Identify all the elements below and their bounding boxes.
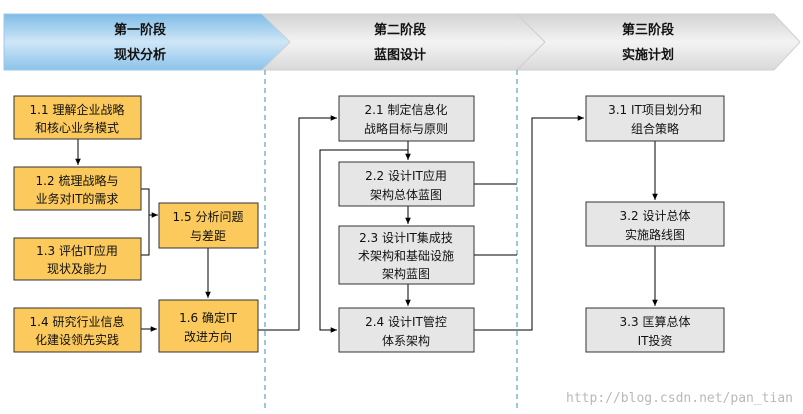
arrow-2-1-to-2-4 <box>319 149 408 333</box>
svg-text:实施路线图: 实施路线图 <box>625 227 685 242</box>
svg-text:组合策略: 组合策略 <box>631 121 679 136</box>
box-2-2: 2.2 设计IT应用 架构总体蓝图 <box>338 161 475 207</box>
phase-2-number: 第二阶段 <box>374 22 426 38</box>
box-3-1: 3.1 IT项目划分和 组合策略 <box>585 95 725 142</box>
svg-text:现状及能力: 现状及能力 <box>47 262 107 276</box>
box-1-3: 1.3 评估IT应用 现状及能力 <box>13 237 142 281</box>
svg-text:业务对IT的需求: 业务对IT的需求 <box>36 191 119 206</box>
svg-text:架构总体蓝图: 架构总体蓝图 <box>370 187 442 202</box>
svg-text:2.2 设计IT应用: 2.2 设计IT应用 <box>365 168 447 183</box>
phase-header-2: 第二阶段 蓝图设计 <box>260 13 546 71</box>
box-2-1: 2.1 制定信息化 战略目标与原则 <box>338 95 475 142</box>
phase-header-1: 第一阶段 现状分析 <box>3 13 293 71</box>
svg-text:2.3 设计IT集成技: 2.3 设计IT集成技 <box>359 230 453 245</box>
phase-2-title: 蓝图设计 <box>374 47 426 63</box>
svg-text:1.2 梳理战略与: 1.2 梳理战略与 <box>36 173 119 188</box>
svg-text:1.5 分析问题: 1.5 分析问题 <box>173 210 244 224</box>
box-3-2: 3.2 设计总体 实施路线图 <box>585 201 725 247</box>
svg-text:1.4 研究行业信息: 1.4 研究行业信息 <box>30 314 125 329</box>
box-1-1: 1.1 理解企业战略 和核心业务模式 <box>13 95 142 140</box>
svg-text:3.2 设计总体: 3.2 设计总体 <box>620 209 691 223</box>
box-2-4: 2.4 设计IT管控 体系架构 <box>338 307 475 353</box>
phase-3-number: 第三阶段 <box>622 22 674 38</box>
phase-1-title: 现状分析 <box>114 47 166 63</box>
bracket-1-2-1-3 <box>141 188 150 256</box>
svg-text:1.3 评估IT应用: 1.3 评估IT应用 <box>36 243 118 258</box>
phase-3-title: 实施计划 <box>622 47 674 63</box>
arrow-1-6-to-2-1 <box>258 115 337 331</box>
svg-text:和核心业务模式: 和核心业务模式 <box>35 120 119 135</box>
svg-text:术架构和基础设施: 术架构和基础设施 <box>358 248 454 263</box>
box-3-3: 3.3 匡算总体 IT投资 <box>585 307 725 353</box>
box-1-4: 1.4 研究行业信息 化建设领先实践 <box>13 307 142 353</box>
arrow-to-3-1 <box>474 115 584 331</box>
svg-text:与差距: 与差距 <box>190 229 226 243</box>
phase-header-3: 第三阶段 实施计划 <box>515 13 801 71</box>
svg-text:3.3 匡算总体: 3.3 匡算总体 <box>620 314 691 329</box>
svg-text:2.4 设计IT管控: 2.4 设计IT管控 <box>365 314 447 329</box>
svg-text:架构蓝图: 架构蓝图 <box>382 266 430 281</box>
svg-text:1.1 理解企业战略: 1.1 理解企业战略 <box>30 102 125 117</box>
svg-text:化建设领先实践: 化建设领先实践 <box>35 332 119 347</box>
svg-text:IT投资: IT投资 <box>638 333 673 348</box>
svg-text:2.1 制定信息化: 2.1 制定信息化 <box>365 102 448 117</box>
box-1-2: 1.2 梳理战略与 业务对IT的需求 <box>13 166 142 211</box>
svg-text:1.6 确定IT: 1.6 确定IT <box>179 310 237 325</box>
svg-text:体系架构: 体系架构 <box>382 333 430 348</box>
watermark-url: http://blog.csdn.net/pan_tian <box>566 391 793 406</box>
box-1-5: 1.5 分析问题 与差距 <box>158 202 259 249</box>
box-2-3: 2.3 设计IT集成技 术架构和基础设施 架构蓝图 <box>338 225 475 285</box>
svg-text:3.1 IT项目划分和: 3.1 IT项目划分和 <box>608 103 702 117</box>
box-1-6: 1.6 确定IT 改进方向 <box>158 299 259 353</box>
svg-text:战略目标与原则: 战略目标与原则 <box>364 121 448 136</box>
phase-1-number: 第一阶段 <box>114 22 166 38</box>
svg-text:改进方向: 改进方向 <box>184 329 232 344</box>
connectors <box>75 115 658 333</box>
